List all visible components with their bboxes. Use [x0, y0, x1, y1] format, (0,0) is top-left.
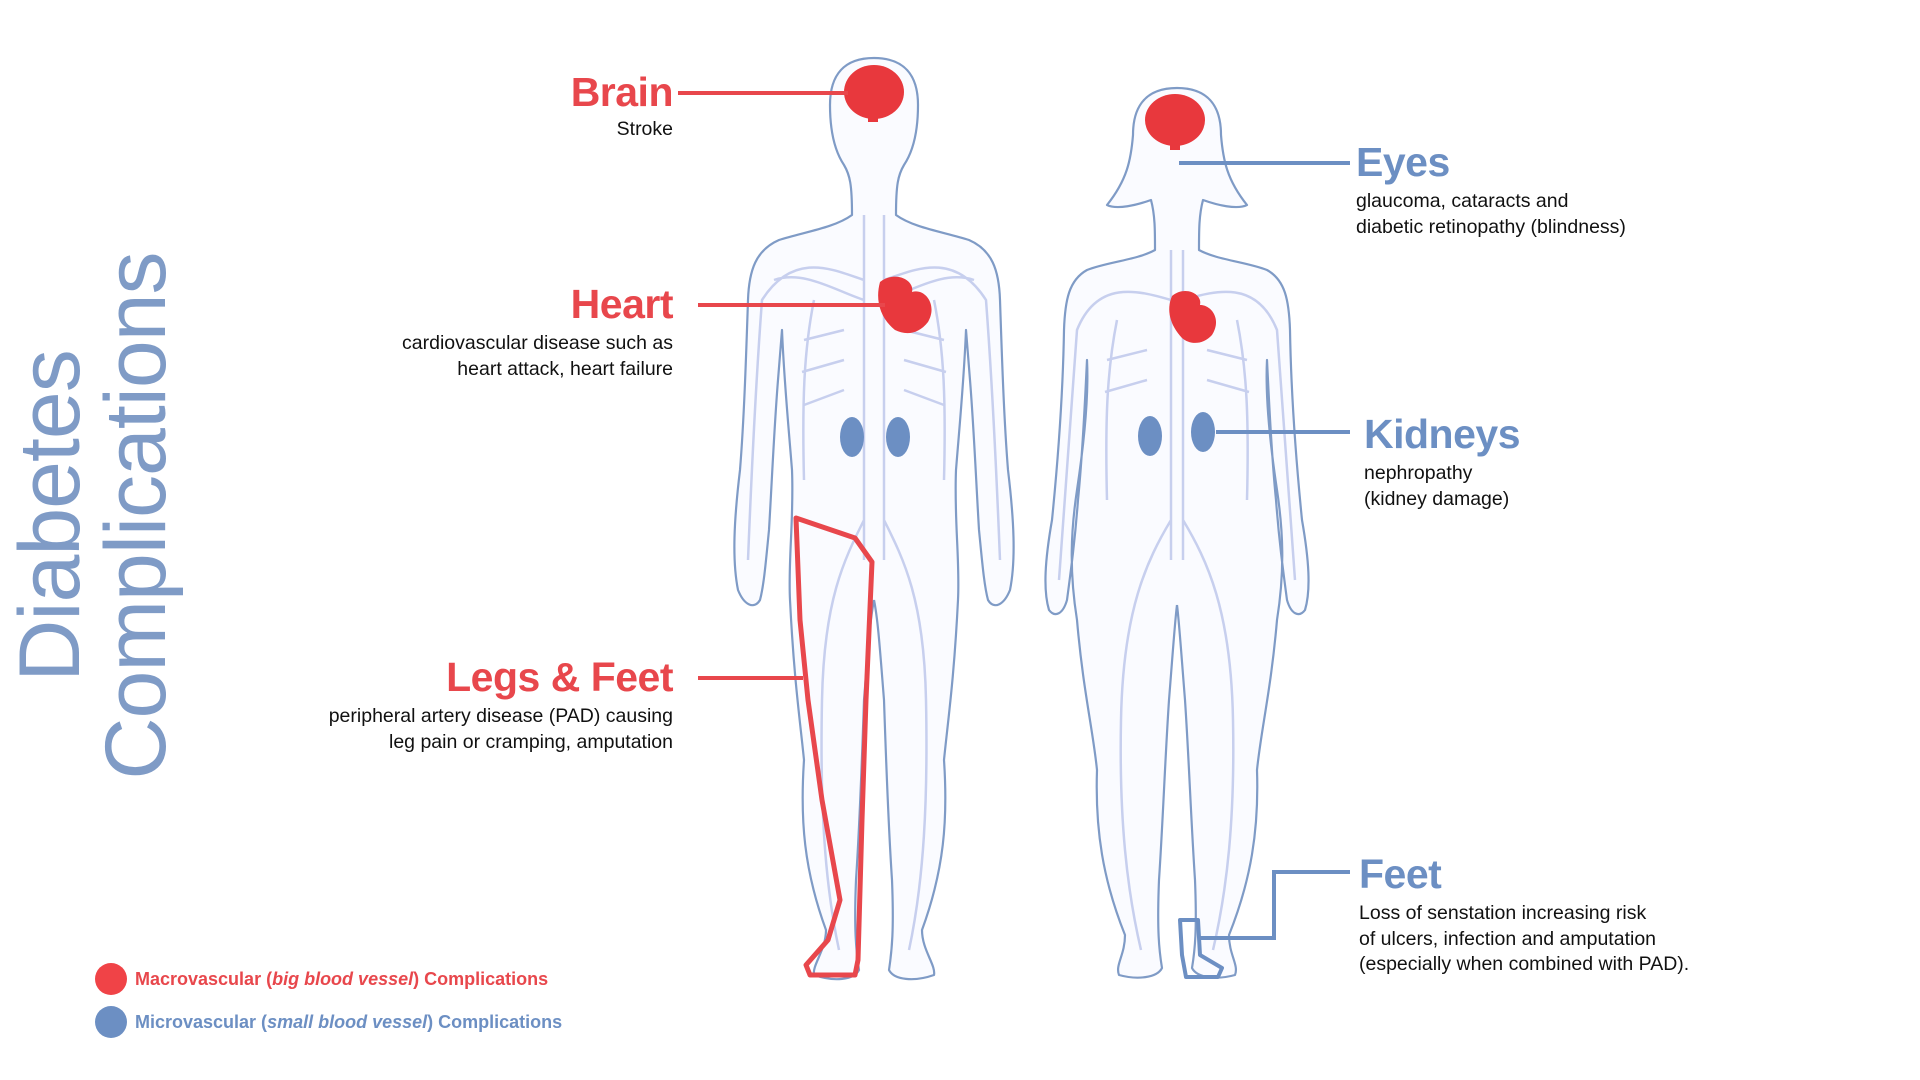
legend-micro-text: Microvascular (small blood vessel) Compl…	[135, 1011, 563, 1032]
legend-microvascular: Microvascular (small blood vessel) Compl…	[95, 1006, 562, 1038]
heart-title: Heart	[570, 281, 674, 327]
male-heart-icon	[878, 276, 932, 334]
brain-title: Brain	[570, 69, 674, 115]
eyes-desc-2: diabetic retinopathy (blindness)	[1356, 215, 1626, 238]
connector-lines	[678, 91, 1350, 940]
male-leg-highlight	[793, 515, 875, 978]
label-feet: Feet Loss of senstation increasing risk …	[1359, 854, 1689, 978]
heart-desc-2: heart attack, heart failure	[457, 357, 673, 380]
label-legs-feet: Legs & Feet peripheral artery disease (P…	[328, 654, 674, 755]
male-brain-icon	[844, 65, 904, 122]
female-brain-icon	[1145, 94, 1205, 150]
label-brain: Brain Stroke	[570, 69, 674, 143]
male-kidneys-icon	[840, 417, 910, 457]
feet-desc-3: (especially when combined with PAD).	[1359, 953, 1690, 975]
eyes-desc-1: glaucoma, cataracts and	[1356, 190, 1569, 212]
heart-desc-1: cardiovascular disease such as	[402, 332, 673, 354]
female-foot-highlight	[1178, 918, 1224, 979]
female-body	[1044, 86, 1310, 979]
label-kidneys: Kidneys nephropathy (kidney damage)	[1364, 411, 1521, 512]
label-eyes: Eyes glaucoma, cataracts and diabetic re…	[1356, 142, 1626, 240]
feet-desc-2: of ulcers, infection and amputation	[1359, 927, 1657, 950]
label-heart: Heart cardiovascular disease such as hea…	[402, 284, 673, 382]
legs-title: Legs & Feet	[446, 654, 673, 700]
blue-dot-icon	[95, 1006, 127, 1038]
feet-desc-1: Loss of senstation increasing risk	[1359, 902, 1647, 924]
kidneys-desc-1: nephropathy	[1364, 462, 1473, 484]
legs-desc-1: peripheral artery disease (PAD) causing	[328, 705, 673, 727]
brain-desc: Stroke	[616, 118, 673, 140]
page-title: Diabetes Complications	[2, 252, 184, 780]
red-dot-icon	[95, 963, 127, 995]
legs-desc-2: leg pain or cramping, amputation	[389, 730, 673, 753]
legend-macro-text: Macrovascular (big blood vessel) Complic…	[135, 968, 549, 989]
kidneys-title: Kidneys	[1364, 411, 1521, 457]
eyes-title: Eyes	[1356, 139, 1450, 185]
female-kidneys-icon	[1138, 412, 1215, 456]
legend-macrovascular: Macrovascular (big blood vessel) Complic…	[95, 963, 548, 995]
male-body	[733, 56, 1015, 981]
kidneys-desc-2: (kidney damage)	[1364, 487, 1510, 510]
feet-title: Feet	[1359, 851, 1442, 897]
female-heart-icon	[1169, 290, 1217, 343]
